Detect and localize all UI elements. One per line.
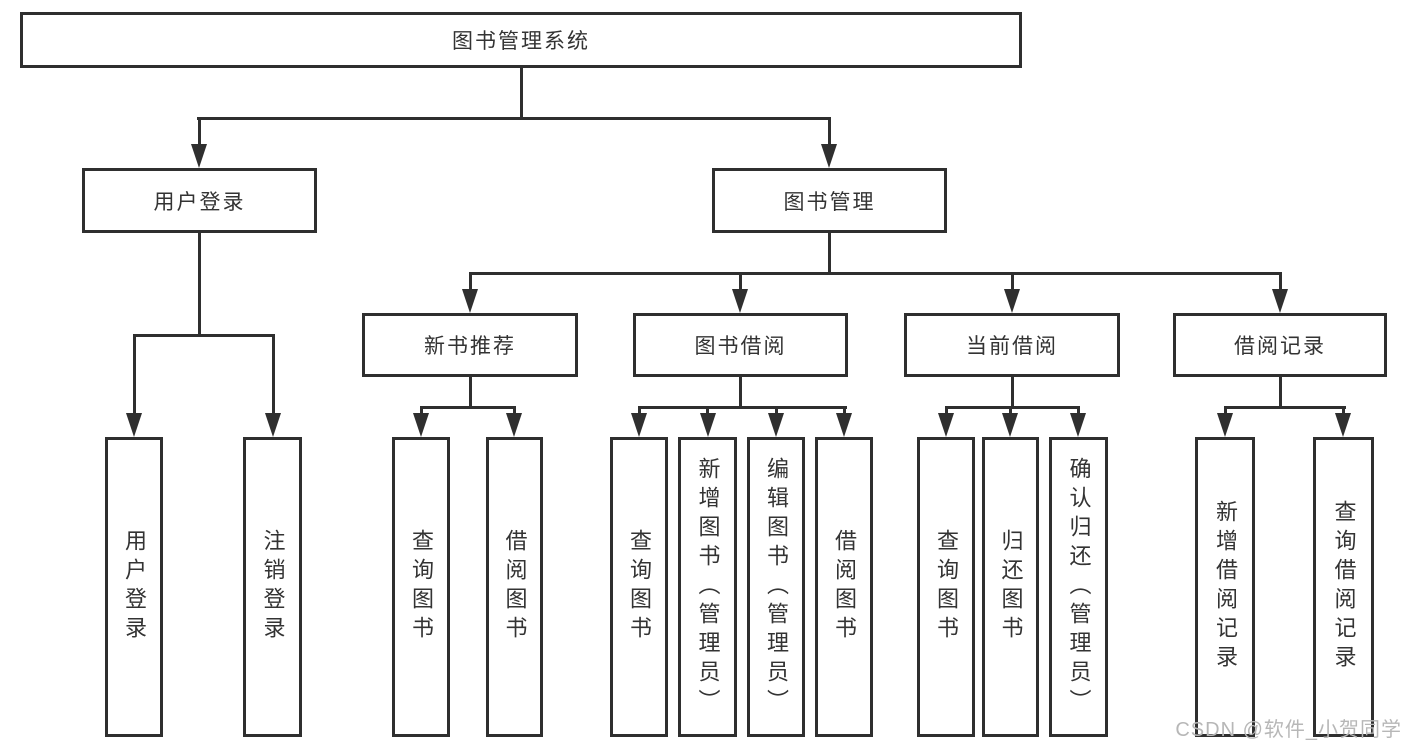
leaf-borrow-books-2: 借阅图书 [815, 437, 873, 737]
connector-line [513, 406, 516, 415]
node-root-label: 图书管理系统 [452, 30, 590, 53]
leaf-add-borrow-record-label: 新增借阅记录 [1213, 500, 1238, 674]
arrowhead-down [700, 413, 716, 437]
leaf-query-books-3-label: 查询图书 [934, 529, 959, 645]
arrowhead-down [462, 289, 478, 313]
leaf-query-books-2-label: 查询图书 [627, 529, 652, 645]
arrowhead-down [631, 413, 647, 437]
arrowhead-down [1070, 413, 1086, 437]
connector-line [1011, 272, 1014, 291]
node-new-book-recommend-label: 新书推荐 [424, 335, 516, 358]
arrowhead-down [1335, 413, 1351, 437]
leaf-return-book-label: 归还图书 [998, 529, 1024, 645]
arrowhead-down [506, 413, 522, 437]
node-book-management: 图书管理 [712, 168, 947, 233]
connector-line [272, 334, 275, 415]
connector-line [706, 406, 709, 415]
leaf-logout-label: 注销登录 [260, 529, 286, 645]
arrowhead-down [1004, 289, 1020, 313]
leaf-logout: 注销登录 [243, 437, 302, 737]
arrowhead-down [1002, 413, 1018, 437]
arrowhead-down [836, 413, 852, 437]
node-new-book-recommend: 新书推荐 [362, 313, 578, 377]
connector-line [420, 406, 516, 409]
leaf-query-books-1-label: 查询图书 [409, 529, 434, 645]
connector-line [945, 406, 1080, 409]
connector-line [1342, 406, 1345, 415]
connector-line [1077, 406, 1080, 415]
arrowhead-down [413, 413, 429, 437]
leaf-add-book-admin-label: 新增图书（管理员） [695, 456, 721, 718]
leaf-user-login: 用户登录 [105, 437, 163, 737]
leaf-confirm-return-admin: 确认归还（管理员） [1049, 437, 1108, 737]
connector-line [1011, 377, 1014, 409]
connector-line [197, 117, 831, 120]
connector-line [420, 406, 423, 415]
arrowhead-down [265, 413, 281, 437]
node-current-borrow: 当前借阅 [904, 313, 1120, 377]
connector-line [828, 117, 831, 145]
connector-line [520, 68, 523, 118]
node-current-borrow-label: 当前借阅 [966, 335, 1058, 358]
leaf-add-book-admin: 新增图书（管理员） [678, 437, 737, 737]
leaf-edit-book-admin: 编辑图书（管理员） [747, 437, 805, 737]
connector-line [1224, 406, 1227, 415]
leaf-borrow-books-2-label: 借阅图书 [832, 529, 857, 645]
leaf-return-book: 归还图书 [982, 437, 1039, 737]
arrowhead-down [1217, 413, 1233, 437]
arrowhead-down [1272, 289, 1288, 313]
connector-line [638, 406, 641, 415]
node-root: 图书管理系统 [20, 12, 1022, 68]
node-borrow-records-label: 借阅记录 [1234, 335, 1326, 358]
csdn-watermark: CSDN @软件_小贺同学 [1175, 719, 1402, 741]
node-user-login-label: 用户登录 [153, 190, 246, 214]
connector-line [638, 406, 847, 409]
connector-line [133, 334, 136, 415]
leaf-add-borrow-record: 新增借阅记录 [1195, 437, 1255, 737]
connector-line [198, 233, 201, 336]
connector-line [739, 272, 742, 291]
arrowhead-down [732, 289, 748, 313]
connector-line [828, 233, 831, 274]
connector-line [469, 377, 472, 409]
node-book-borrow-label: 图书借阅 [694, 335, 787, 358]
arrowhead-down [126, 413, 142, 437]
leaf-confirm-return-admin-label: 确认归还（管理员） [1066, 456, 1092, 718]
leaf-borrow-books-1-label: 借阅图书 [502, 529, 528, 645]
connector-line [775, 406, 778, 415]
arrowhead-down [768, 413, 784, 437]
leaf-query-borrow-record: 查询借阅记录 [1313, 437, 1374, 737]
leaf-user-login-label: 用户登录 [122, 529, 147, 645]
connector-line [469, 272, 472, 291]
connector-line [1224, 406, 1346, 409]
connector-line [1279, 377, 1282, 409]
connector-line [469, 272, 1282, 275]
leaf-query-books-2: 查询图书 [610, 437, 668, 737]
leaf-query-books-3: 查询图书 [917, 437, 975, 737]
leaf-query-borrow-record-label: 查询借阅记录 [1331, 500, 1357, 674]
connector-line [945, 406, 948, 415]
arrowhead-down [821, 144, 837, 168]
arrowhead-down [191, 144, 207, 168]
connector-line [739, 377, 742, 409]
node-book-management-label: 图书管理 [783, 190, 876, 214]
connector-line [1279, 272, 1282, 291]
connector-line [843, 406, 846, 415]
leaf-edit-book-admin-label: 编辑图书（管理员） [764, 456, 789, 718]
node-user-login: 用户登录 [82, 168, 317, 233]
connector-line [133, 334, 275, 337]
connector-line [1009, 406, 1012, 415]
node-borrow-records: 借阅记录 [1173, 313, 1387, 377]
node-book-borrow: 图书借阅 [633, 313, 848, 377]
connector-line [198, 117, 201, 145]
leaf-query-books-1: 查询图书 [392, 437, 450, 737]
leaf-borrow-books-1: 借阅图书 [486, 437, 543, 737]
arrowhead-down [938, 413, 954, 437]
